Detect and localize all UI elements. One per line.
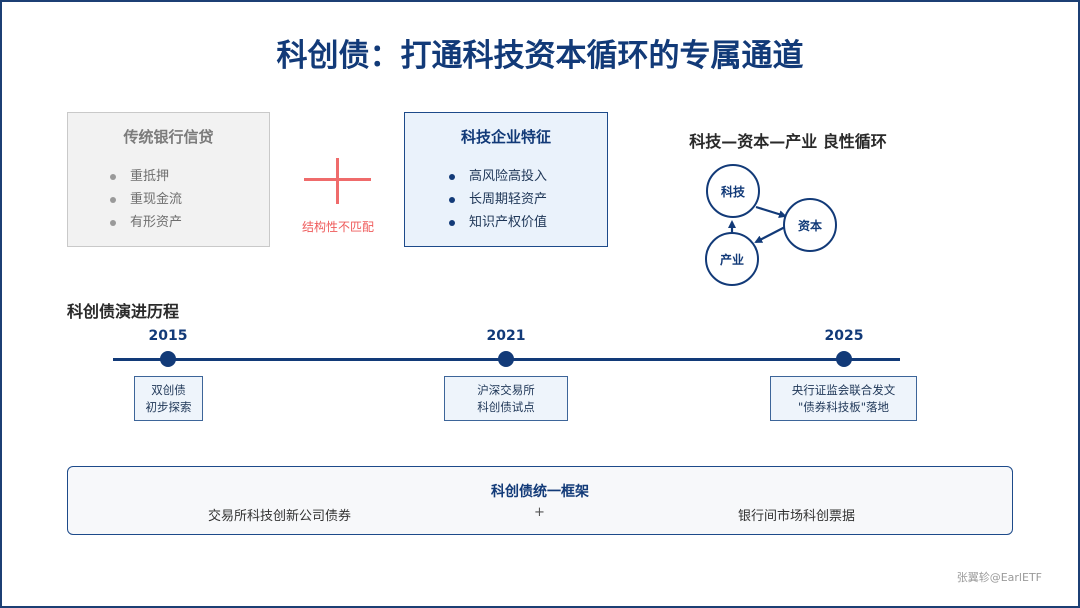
timeline-year: 2025 xyxy=(824,328,864,344)
timeline-event-line1: 沪深交易所 xyxy=(477,382,535,397)
framework-plus: + xyxy=(534,505,545,520)
unified-framework-box: 科创债统一框架 交易所科技创新公司债券 + 银行间市场科创票据 xyxy=(67,466,1013,535)
timeline-event-line1: 双创债 xyxy=(151,382,186,397)
mismatch-label: 结构性不匹配 xyxy=(301,220,374,234)
cycle-node-capital-label: 资本 xyxy=(797,218,822,233)
cycle-node-tech: 科技 xyxy=(706,164,760,218)
cycle-node-tech-label: 科技 xyxy=(720,184,745,199)
framework-exchange-bonds: 交易所科技创新公司债券 xyxy=(208,509,352,524)
mismatch-plus-icon xyxy=(336,158,339,204)
tech-feature-item: 知识产权价值 xyxy=(447,211,547,234)
tech-features-title: 科技企业特征 xyxy=(460,128,551,146)
cycle-arrows xyxy=(728,205,787,243)
timeline-dot xyxy=(160,351,176,367)
traditional-item: 重现金流 xyxy=(108,188,182,211)
timeline-event-line1: 央行证监会联合发文 xyxy=(791,382,896,397)
timeline-dot xyxy=(836,351,852,367)
mismatch-plus-icon-bar xyxy=(304,178,371,181)
tech-feature-item: 长周期轻资产 xyxy=(447,188,547,211)
cycle-node-industry-label: 产业 xyxy=(719,252,744,267)
timeline-event-line2: 初步探索 xyxy=(145,399,192,414)
timeline-event-line2: 科创债试点 xyxy=(477,399,535,414)
cycle-node-capital: 资本 xyxy=(783,198,837,252)
traditional-credit-list: 重抵押 重现金流 有形资产 xyxy=(108,165,182,234)
cycle-title: 科技—资本—产业 良性循环 xyxy=(689,132,887,151)
author-watermark: 张翼轸@EarlETF xyxy=(956,571,1042,584)
tech-features-list: 高风险高投入 长周期轻资产 知识产权价值 xyxy=(447,165,547,234)
timeline-year: 2021 xyxy=(486,328,526,344)
arrow-tech-to-capital xyxy=(755,205,787,219)
timeline-event-line2: "债券科技板"落地 xyxy=(797,399,890,414)
framework-interbank-notes: 银行间市场科创票据 xyxy=(738,509,856,524)
timeline-event-box: 双创债 初步探索 xyxy=(134,376,203,421)
traditional-item: 重抵押 xyxy=(108,165,182,188)
framework-title: 科创债统一框架 xyxy=(491,484,589,500)
timeline-event-box: 央行证监会联合发文 "债券科技板"落地 xyxy=(770,376,917,421)
timeline-year: 2015 xyxy=(148,328,188,344)
tech-features-box: 科技企业特征 高风险高投入 长周期轻资产 知识产权价值 xyxy=(404,112,608,247)
arrow-capital-to-industry xyxy=(754,226,786,243)
tech-feature-item: 高风险高投入 xyxy=(447,165,547,188)
cycle-node-industry: 产业 xyxy=(705,232,759,286)
slide-title: 科创债：打通科技资本循环的专属通道 xyxy=(276,38,804,74)
timeline-event-box: 沪深交易所 科创债试点 xyxy=(444,376,568,421)
timeline-title: 科创债演进历程 xyxy=(67,302,180,321)
traditional-credit-title: 传统银行信贷 xyxy=(123,128,214,146)
traditional-credit-box: 传统银行信贷 重抵押 重现金流 有形资产 xyxy=(67,112,270,247)
traditional-item: 有形资产 xyxy=(108,211,182,234)
timeline-dot xyxy=(498,351,514,367)
